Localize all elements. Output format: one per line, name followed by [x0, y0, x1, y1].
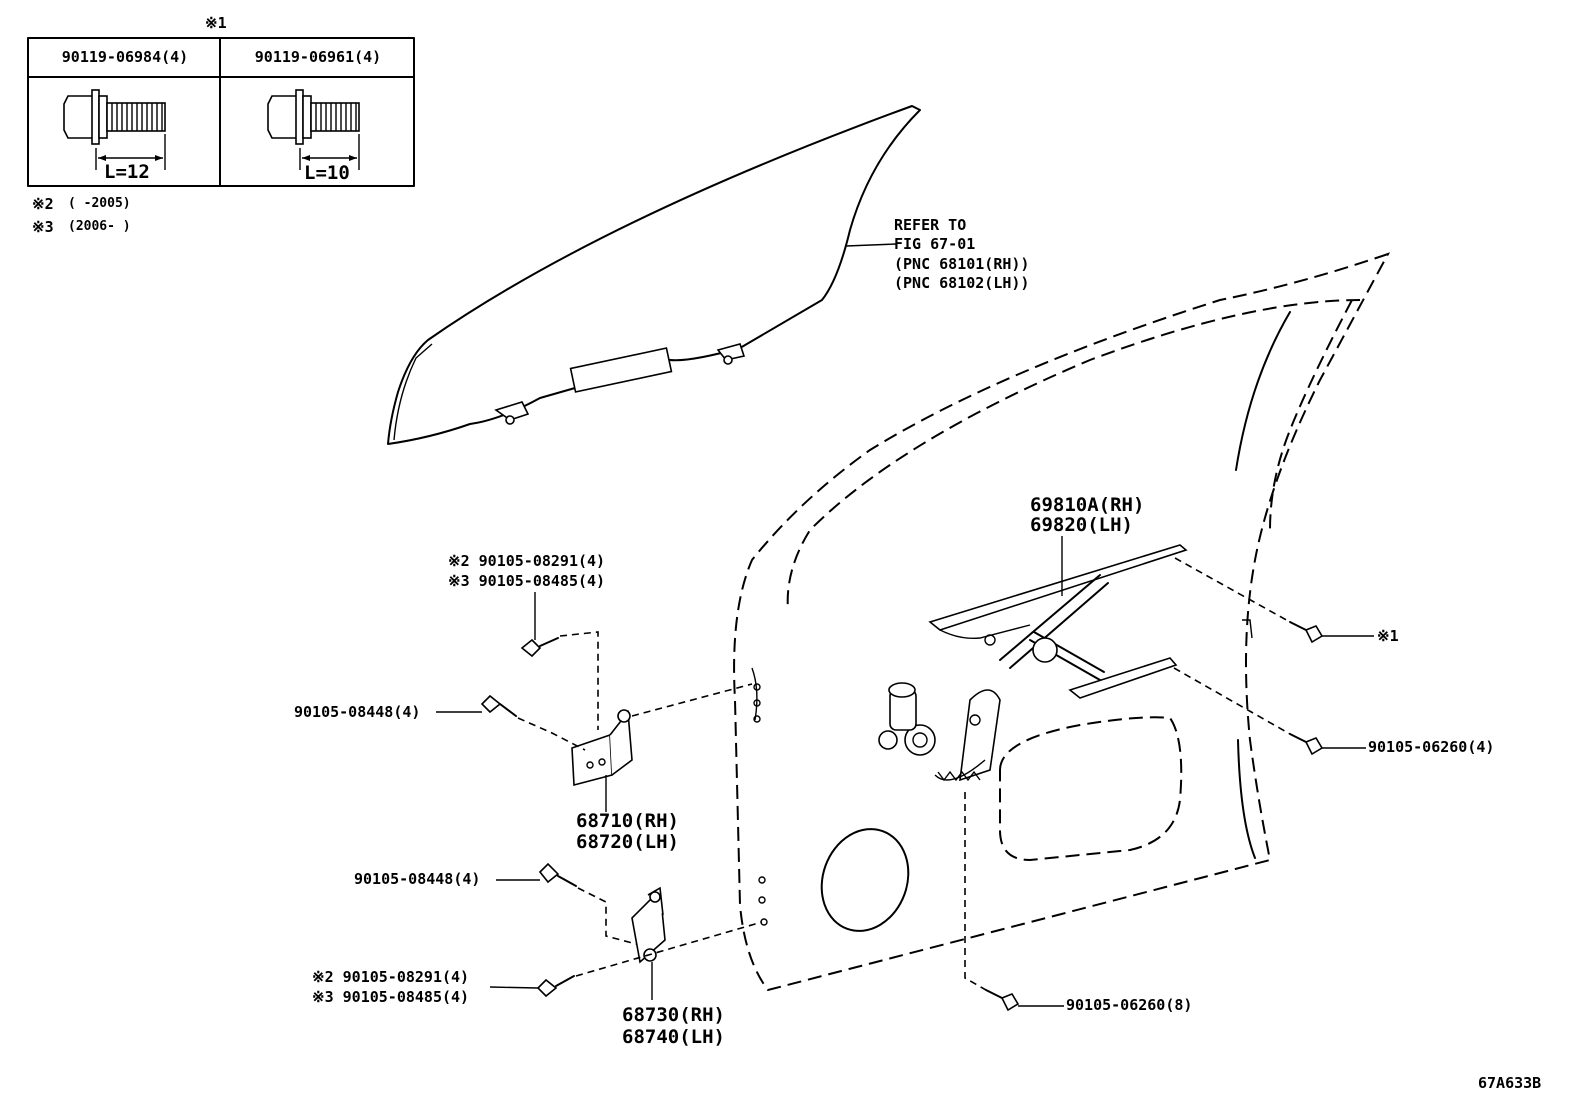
bolt-regulator-mid-icon [1289, 733, 1324, 756]
lower-door-hinge [631, 886, 666, 964]
leader-lines [436, 536, 1374, 1007]
lower-hinge-part-lh: 68740(LH) [622, 1026, 725, 1048]
table-length-col2: L=10 [304, 162, 350, 184]
figure-code: 67A633B [1478, 1074, 1542, 1092]
bolt-upper-hinge-door-icon [480, 694, 517, 717]
flange-bolt-l10-icon [267, 89, 360, 170]
table-part-col1: 90119-06984(4) [61, 48, 189, 66]
upper-hinge-door-bolt: 90105-08448(4) [294, 703, 421, 721]
lower-hinge-body-bolt-2: ※3 90105-08485(4) [312, 988, 470, 1006]
regulator-part-lh: 69820(LH) [1030, 514, 1133, 536]
glass-ref-line2: FIG 67-01 [894, 235, 976, 253]
bolt-upper-hinge-body-icon [520, 637, 559, 658]
door-glass [387, 105, 921, 445]
upper-hinge-body-bolt-1: ※2 90105-08291(4) [448, 552, 606, 570]
bolt-icons [480, 621, 1324, 1012]
assembly-lines [517, 557, 1291, 991]
table-part-col2: 90119-06961(4) [254, 48, 382, 66]
bolt-lower-hinge-body-icon [536, 975, 575, 998]
fastener-table [27, 37, 415, 187]
note-2-range: ( -2005) [68, 196, 131, 211]
note-3-range: (2006- ) [68, 219, 131, 234]
regulator-mid-bolt: 90105-06260(4) [1368, 738, 1495, 756]
flange-bolt-l12-icon [63, 89, 166, 170]
bolt-regulator-top-icon [1289, 621, 1324, 644]
lower-hinge-part-rh: 68730(RH) [622, 1004, 725, 1026]
table-marker: ※1 [205, 14, 227, 32]
glass-ref-line1: REFER TO [894, 216, 967, 234]
regulator-top-bolt: ※1 [1377, 627, 1399, 645]
bolt-lower-hinge-door-icon [538, 862, 577, 887]
upper-hinge-part-lh: 68720(LH) [576, 831, 679, 853]
lower-hinge-body-bolt-1: ※2 90105-08291(4) [312, 968, 470, 986]
table-length-col1: L=12 [104, 161, 150, 183]
upper-hinge-body-bolt-2: ※3 90105-08485(4) [448, 572, 606, 590]
glass-ref-line4: (PNC 68102(LH)) [894, 274, 1030, 292]
note-2-mark: ※2 [32, 195, 54, 213]
note-3-mark: ※3 [32, 218, 54, 236]
lower-hinge-door-bolt: 90105-08448(4) [354, 870, 481, 888]
regulator-part-rh: 69810A(RH) [1030, 494, 1145, 516]
upper-hinge-part-rh: 68710(RH) [576, 810, 679, 832]
upper-door-hinge [571, 709, 633, 787]
glass-ref-line3: (PNC 68101(RH)) [894, 255, 1030, 273]
bolt-regulator-bottom-icon [985, 989, 1020, 1012]
regulator-bottom-bolt: 90105-06260(8) [1066, 996, 1193, 1014]
window-regulator [878, 544, 1188, 782]
